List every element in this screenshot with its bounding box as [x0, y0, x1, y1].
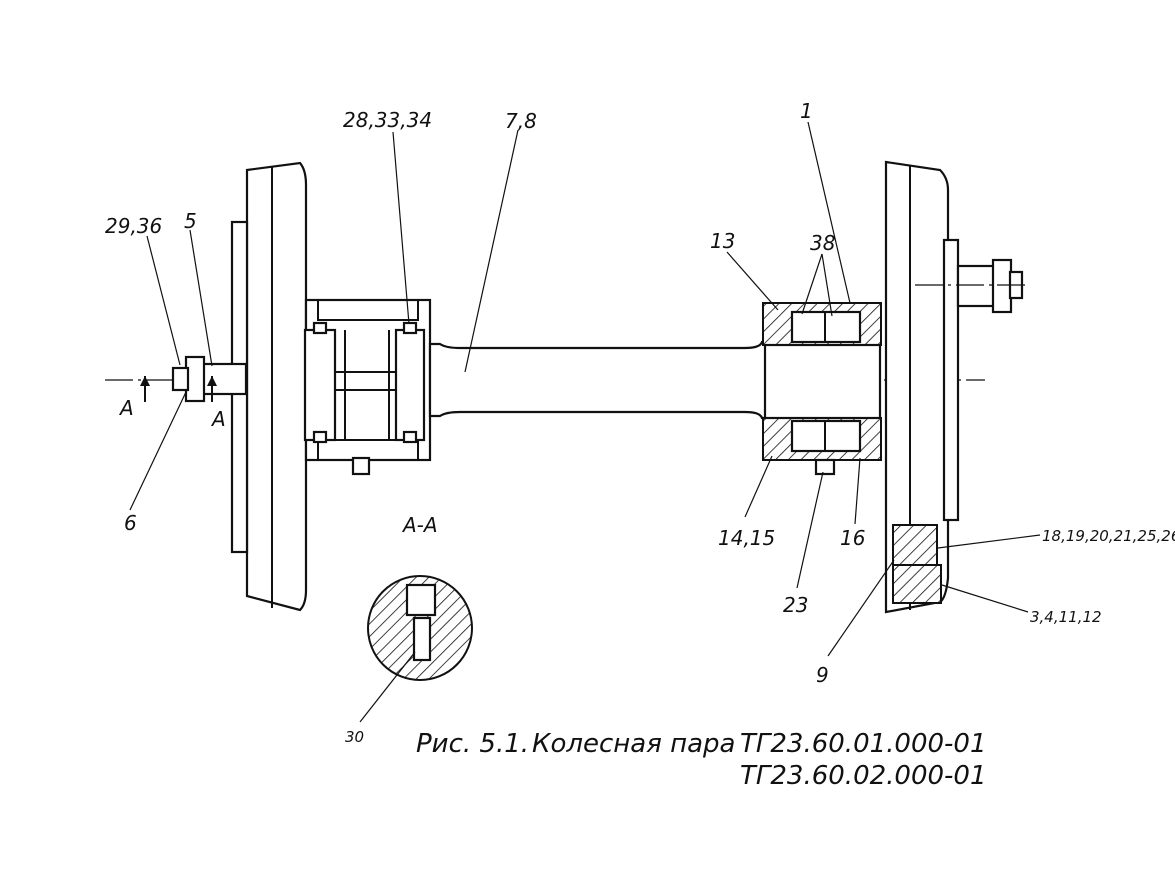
- right-axle-end: [915, 258, 1030, 314]
- caption-code-2: ТГ23.60.02.000-01: [740, 761, 987, 791]
- axle-shaft: [428, 340, 772, 420]
- left-axle-end: [171, 355, 248, 403]
- caption-figure: Рис. 5.1.: [416, 729, 529, 759]
- label-18-26: 18,19,20,21,25,26: [1042, 527, 1175, 545]
- label-29-36: 29,36: [105, 214, 162, 238]
- label-13: 13: [710, 229, 735, 253]
- label-3-12: 3,4,11,12: [1030, 608, 1102, 626]
- right-bearing-box: [762, 302, 882, 476]
- label-14-15: 14,15: [718, 526, 775, 550]
- label-7-8: 7,8: [505, 109, 537, 133]
- label-1: 1: [800, 99, 813, 123]
- label-30: 30: [345, 728, 364, 746]
- label-section-aa: A-A: [401, 513, 438, 537]
- label-16: 16: [840, 526, 865, 550]
- label-9: 9: [816, 663, 829, 687]
- right-wheel: [884, 160, 960, 614]
- section-a-a-detail: [367, 575, 473, 681]
- label-38: 38: [810, 231, 835, 255]
- leader-lines: [129, 121, 1041, 723]
- axle-housing: [303, 298, 432, 476]
- label-5: 5: [184, 209, 197, 233]
- section-mark-a-right: A: [210, 407, 226, 431]
- label-6: 6: [124, 511, 137, 535]
- section-mark-a-left: A: [118, 396, 134, 420]
- label-23: 23: [783, 593, 808, 617]
- label-28-33-34: 28,33,34: [343, 108, 432, 132]
- section-markers: [140, 376, 217, 402]
- caption-code-1: ТГ23.60.01.000-01: [740, 729, 987, 759]
- caption-title: Колесная пара: [532, 729, 735, 759]
